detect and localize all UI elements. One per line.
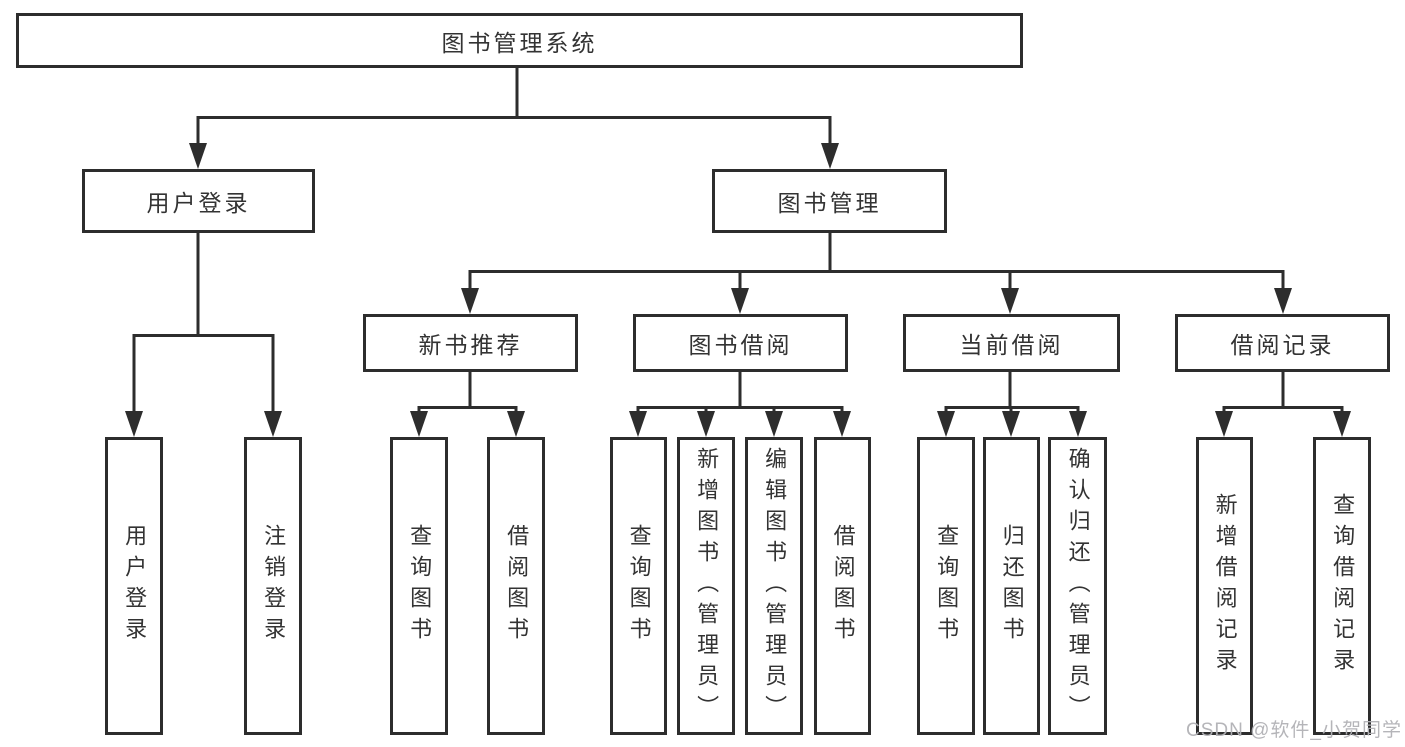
- leaf-cb-return-books-label: 归还图书: [999, 524, 1025, 648]
- leaf-bb-query-books: 查询图书: [610, 437, 667, 735]
- leaf-user-login-label: 用户登录: [122, 524, 148, 648]
- leaf-cb-query-books-label: 查询图书: [934, 524, 960, 648]
- connector-root-to-level2: [189, 66, 839, 169]
- node-book-borrowing-label: 图书借阅: [688, 332, 793, 358]
- leaf-nb-borrow-books: 借阅图书: [487, 437, 545, 735]
- leaf-cb-confirm-return-admin: 确认归还（管理员）: [1048, 437, 1107, 735]
- connector-new-book-branch: [410, 370, 525, 437]
- leaf-logout: 注销登录: [244, 437, 302, 735]
- leaf-user-login: 用户登录: [105, 437, 163, 735]
- node-user-login-label: 用户登录: [146, 190, 251, 216]
- leaf-bb-borrow-books-label: 借阅图书: [830, 524, 856, 648]
- leaf-nb-query-books-label: 查询图书: [407, 524, 433, 648]
- leaf-bb-add-book-admin: 新增图书（管理员）: [677, 437, 735, 735]
- connector-book-borrow-branch: [629, 370, 851, 437]
- connector-user-login-branch: [125, 231, 282, 437]
- node-book-borrowing: 图书借阅: [633, 314, 848, 372]
- leaf-br-query-record: 查询借阅记录: [1313, 437, 1371, 735]
- node-root-label: 图书管理系统: [441, 29, 598, 56]
- node-new-book-recommend: 新书推荐: [363, 314, 578, 372]
- leaf-br-query-record-label: 查询借阅记录: [1330, 493, 1356, 679]
- connector-current-borrow-branch: [937, 370, 1087, 437]
- node-book-management-label: 图书管理: [777, 190, 882, 216]
- node-borrowing-records-label: 借阅记录: [1230, 332, 1335, 358]
- leaf-cb-return-books: 归还图书: [983, 437, 1040, 735]
- leaf-bb-edit-book-admin: 编辑图书（管理员）: [745, 437, 803, 735]
- connector-book-management-branch: [461, 231, 1292, 314]
- leaf-br-add-record: 新增借阅记录: [1196, 437, 1253, 735]
- node-root-system: 图书管理系统: [16, 13, 1023, 68]
- node-book-management: 图书管理: [712, 169, 947, 233]
- leaf-cb-confirm-return-admin-label: 确认归还（管理员）: [1065, 446, 1091, 726]
- node-user-login: 用户登录: [82, 169, 315, 233]
- connector-borrow-records-branch: [1215, 370, 1351, 437]
- leaf-cb-query-books: 查询图书: [917, 437, 975, 735]
- leaf-bb-edit-book-admin-label: 编辑图书（管理员）: [762, 446, 788, 726]
- leaf-bb-borrow-books: 借阅图书: [814, 437, 871, 735]
- leaf-nb-borrow-books-label: 借阅图书: [504, 524, 530, 648]
- leaf-br-add-record-label: 新增借阅记录: [1212, 493, 1238, 679]
- node-current-borrowing-label: 当前借阅: [959, 332, 1064, 358]
- node-new-book-recommend-label: 新书推荐: [418, 332, 523, 358]
- node-borrowing-records: 借阅记录: [1175, 314, 1390, 372]
- leaf-bb-add-book-admin-label: 新增图书（管理员）: [694, 446, 720, 726]
- leaf-bb-query-books-label: 查询图书: [626, 524, 652, 648]
- node-current-borrowing: 当前借阅: [903, 314, 1120, 372]
- leaf-nb-query-books: 查询图书: [390, 437, 448, 735]
- csdn-watermark: CSDN @软件_小贺同学: [1186, 720, 1402, 741]
- leaf-logout-label: 注销登录: [261, 524, 287, 648]
